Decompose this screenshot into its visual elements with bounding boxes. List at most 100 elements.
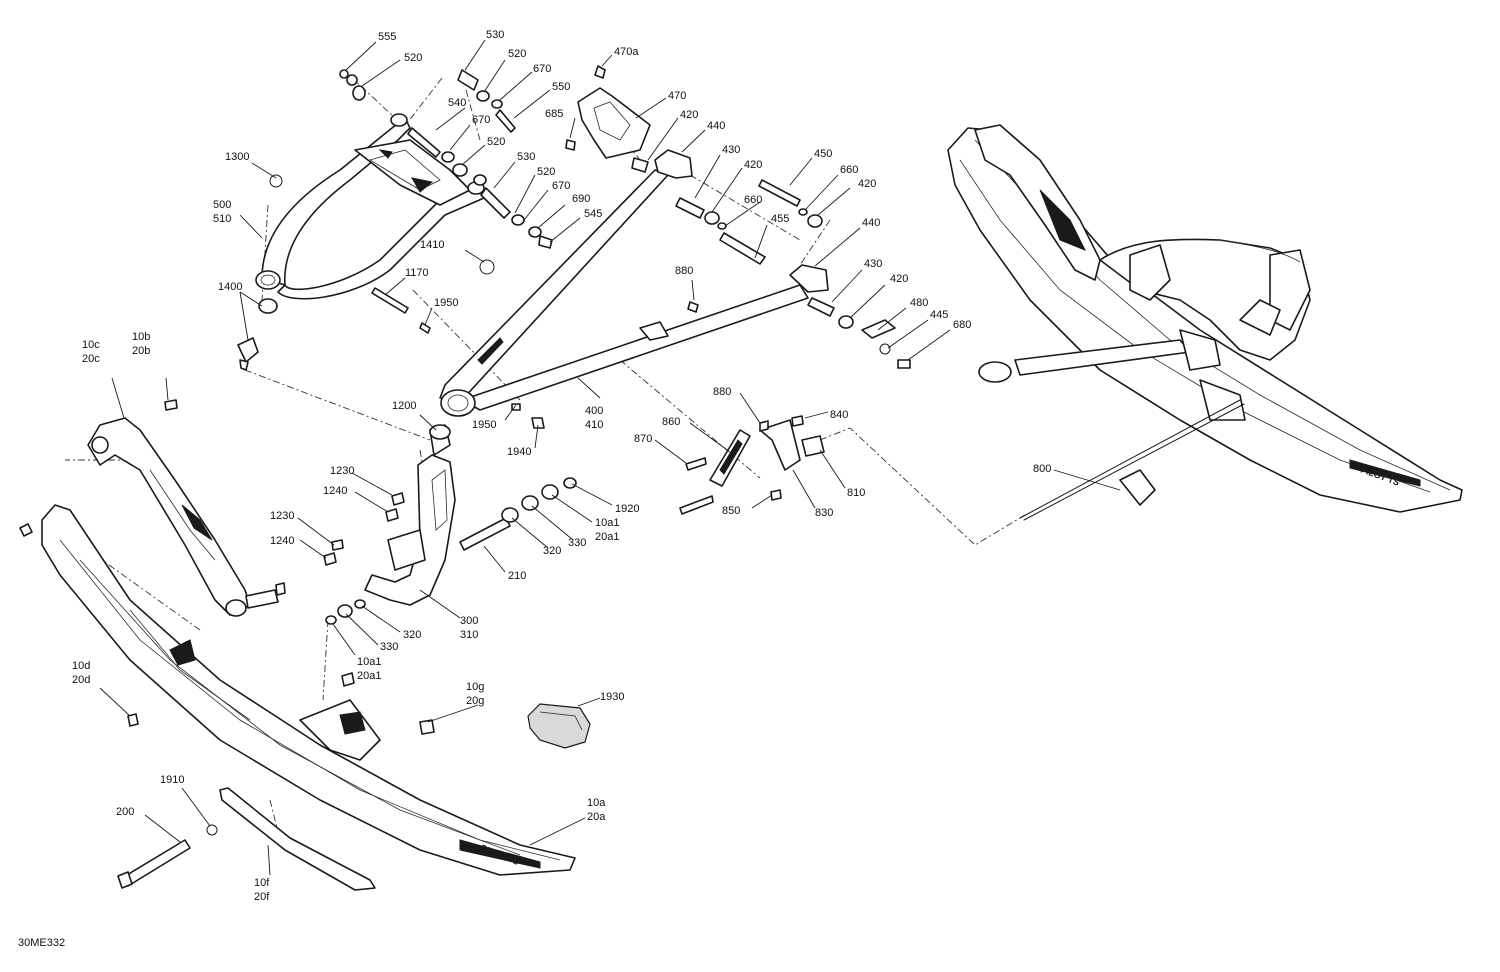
callout-1300: 1300 bbox=[225, 151, 249, 163]
callout-520: 520 bbox=[487, 136, 505, 148]
callout-400: 400 bbox=[585, 405, 603, 417]
leader-lines bbox=[99, 39, 1121, 876]
callout-labels: 555 520 530 520 470a 670 550 470 540 685… bbox=[72, 29, 1051, 903]
upper-a-arm bbox=[255, 113, 485, 300]
callout-10d: 10d bbox=[72, 660, 90, 672]
callout-420: 420 bbox=[680, 109, 698, 121]
upper-a-arm-hardware bbox=[237, 69, 553, 371]
callout-550: 550 bbox=[552, 81, 570, 93]
callout-810: 810 bbox=[847, 487, 865, 499]
callout-530: 530 bbox=[517, 151, 535, 163]
callout-440: 440 bbox=[862, 217, 880, 229]
callout-420: 420 bbox=[744, 159, 762, 171]
callout-530: 530 bbox=[486, 29, 504, 41]
callout-20a1: 20a1 bbox=[595, 531, 619, 543]
callout-690: 690 bbox=[572, 193, 590, 205]
callout-800: 800 bbox=[1033, 463, 1051, 475]
callout-330: 330 bbox=[380, 641, 398, 653]
callout-10a1: 10a1 bbox=[595, 517, 619, 529]
callout-670: 670 bbox=[472, 114, 490, 126]
callout-455: 455 bbox=[771, 213, 789, 225]
callout-10f: 10f bbox=[254, 877, 270, 889]
callout-1940: 1940 bbox=[507, 446, 531, 458]
callout-1950: 1950 bbox=[434, 297, 458, 309]
callout-520: 520 bbox=[537, 166, 555, 178]
callout-880: 880 bbox=[713, 386, 731, 398]
steering-linkage bbox=[679, 415, 825, 515]
callout-1950: 1950 bbox=[472, 419, 496, 431]
callout-300: 300 bbox=[460, 615, 478, 627]
callout-880: 880 bbox=[675, 265, 693, 277]
callout-20d: 20d bbox=[72, 674, 90, 686]
callout-1240: 1240 bbox=[270, 535, 294, 547]
callout-680: 680 bbox=[953, 319, 971, 331]
callout-445: 445 bbox=[930, 309, 948, 321]
callout-470a: 470a bbox=[614, 46, 639, 58]
callout-870: 870 bbox=[634, 433, 652, 445]
callout-410: 410 bbox=[585, 419, 603, 431]
callout-10b: 10b bbox=[132, 331, 150, 343]
callout-450: 450 bbox=[814, 148, 832, 160]
spindle-hardware bbox=[323, 403, 577, 735]
callout-660: 660 bbox=[744, 194, 762, 206]
callout-540: 540 bbox=[448, 97, 466, 109]
callout-430: 430 bbox=[864, 258, 882, 270]
callout-1920: 1920 bbox=[615, 503, 639, 515]
spindle bbox=[364, 424, 456, 606]
callout-20a: 20a bbox=[587, 811, 606, 823]
callout-20f: 20f bbox=[254, 891, 270, 903]
callout-840: 840 bbox=[830, 409, 848, 421]
callout-10g: 10g bbox=[466, 681, 484, 693]
callout-555: 555 bbox=[378, 31, 396, 43]
callout-320: 320 bbox=[543, 545, 561, 557]
callout-10c: 10c bbox=[82, 339, 100, 351]
callout-440: 440 bbox=[707, 120, 725, 132]
callout-520: 520 bbox=[404, 52, 422, 64]
callout-20c: 20c bbox=[82, 353, 100, 365]
callout-310: 310 bbox=[460, 629, 478, 641]
ski-bolt bbox=[117, 824, 218, 889]
callout-1930: 1930 bbox=[600, 691, 624, 703]
callout-860: 860 bbox=[662, 416, 680, 428]
callout-520: 520 bbox=[508, 48, 526, 60]
callout-200: 200 bbox=[116, 806, 134, 818]
callout-10a: 10a bbox=[587, 797, 606, 809]
callout-470: 470 bbox=[668, 90, 686, 102]
ski-handle bbox=[527, 703, 591, 749]
figure-id: 30ME332 bbox=[18, 937, 65, 949]
callout-1910: 1910 bbox=[160, 774, 184, 786]
callout-20g: 20g bbox=[466, 695, 484, 707]
callout-1230: 1230 bbox=[270, 510, 294, 522]
assembled-view bbox=[947, 124, 1463, 521]
callout-420: 420 bbox=[858, 178, 876, 190]
left-ski bbox=[19, 504, 576, 876]
callout-1410: 1410 bbox=[420, 239, 444, 251]
lower-a-arm bbox=[439, 149, 829, 417]
callout-850: 850 bbox=[722, 505, 740, 517]
ski-leg bbox=[87, 399, 286, 617]
callout-830: 830 bbox=[815, 507, 833, 519]
callout-660: 660 bbox=[840, 164, 858, 176]
callout-670: 670 bbox=[533, 63, 551, 75]
callout-20a1: 20a1 bbox=[357, 670, 381, 682]
callout-330: 330 bbox=[568, 537, 586, 549]
callout-210: 210 bbox=[508, 570, 526, 582]
bracket-470 bbox=[565, 65, 651, 159]
callout-1230: 1230 bbox=[330, 465, 354, 477]
lower-a-arm-hardware bbox=[631, 157, 911, 369]
callout-420: 420 bbox=[890, 273, 908, 285]
callout-500: 500 bbox=[213, 199, 231, 211]
callout-10a1: 10a1 bbox=[357, 656, 381, 668]
callout-510: 510 bbox=[213, 213, 231, 225]
callout-430: 430 bbox=[722, 144, 740, 156]
runner bbox=[219, 787, 376, 891]
callout-320: 320 bbox=[403, 629, 421, 641]
callout-685: 685 bbox=[545, 108, 563, 120]
callout-1200: 1200 bbox=[392, 400, 416, 412]
callout-545: 545 bbox=[584, 208, 602, 220]
callout-670: 670 bbox=[552, 180, 570, 192]
callout-1170: 1170 bbox=[405, 267, 429, 279]
callout-20b: 20b bbox=[132, 345, 150, 357]
callout-1240: 1240 bbox=[323, 485, 347, 497]
